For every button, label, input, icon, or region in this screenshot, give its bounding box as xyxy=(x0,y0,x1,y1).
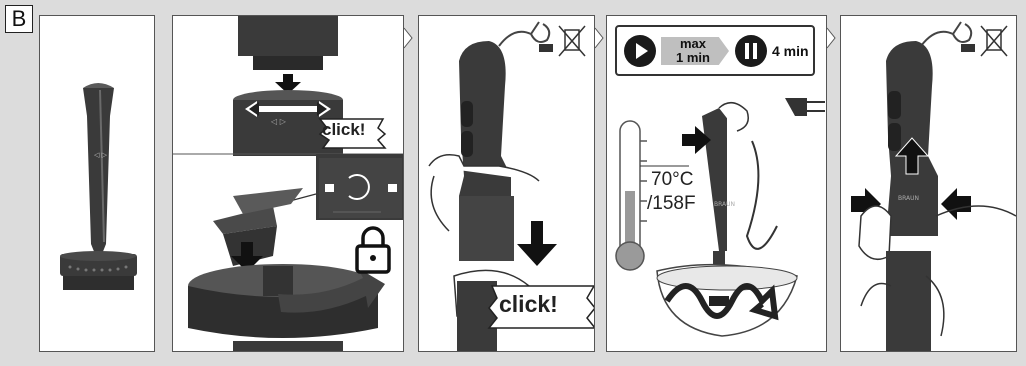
click-label-1: click! xyxy=(322,120,366,139)
attach-illustration: ◁ ▷ xyxy=(173,16,403,351)
panel-connect: BRAUN click! xyxy=(418,15,595,352)
crossed-out-bin-icon xyxy=(558,25,586,57)
connect-illustration: BRAUN xyxy=(428,21,594,351)
panel-shaft: ◁ ▷ xyxy=(39,15,155,352)
operation-time-box: max 1 min 4 min xyxy=(615,25,815,76)
step-label: B xyxy=(5,5,33,33)
panel-detach: BRAUN xyxy=(840,15,1017,352)
max-time-label: max 1 min xyxy=(669,37,717,65)
temp-fahrenheit: /158F xyxy=(647,193,696,214)
operate-illustration: BRAUN xyxy=(615,98,825,337)
click-label-2: click! xyxy=(499,291,558,317)
max-time-tag xyxy=(661,37,729,65)
svg-text:BRAUN: BRAUN xyxy=(714,201,735,208)
detach-illustration: BRAUN xyxy=(851,21,1016,351)
max-time-text: max 1 min xyxy=(676,36,710,65)
panel-operate: max 1 min 4 min xyxy=(606,15,827,352)
svg-text:◁ ▷: ◁ ▷ xyxy=(270,117,287,126)
pause-time-label: 4 min xyxy=(772,43,809,59)
svg-text:◁ ▷: ◁ ▷ xyxy=(94,151,108,159)
crossed-out-bin-icon xyxy=(980,25,1008,57)
play-icon xyxy=(624,35,656,67)
lock-icon xyxy=(355,226,391,274)
shaft-illustration: ◁ ▷ xyxy=(60,83,137,290)
svg-text:BRAUN: BRAUN xyxy=(898,195,919,202)
panel-attach: ◁ ▷ click! xyxy=(172,15,404,352)
rotate-arrow-icon xyxy=(278,268,385,313)
temp-celsius: 70°C xyxy=(651,169,694,190)
arrow-up-icon xyxy=(894,137,930,175)
arrow-down-icon xyxy=(275,74,301,94)
thermometer-icon xyxy=(615,120,689,271)
arrow-down-icon-2 xyxy=(231,242,263,272)
pause-icon xyxy=(735,35,767,67)
